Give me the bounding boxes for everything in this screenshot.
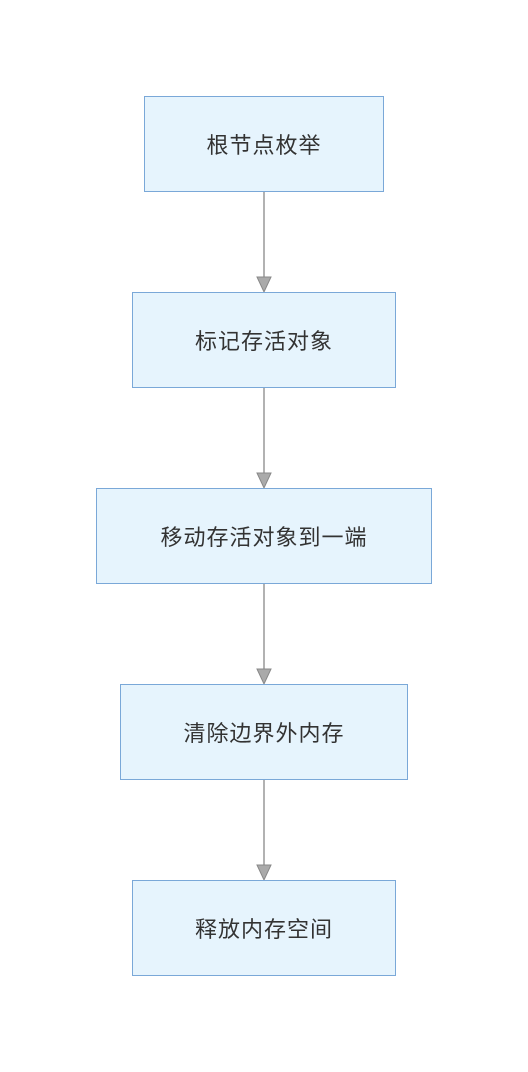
node-mark-live-objects: 标记存活对象 (132, 292, 396, 388)
arrowhead-icon (256, 668, 272, 686)
arrowhead-icon (256, 864, 272, 882)
node-root-enumeration: 根节点枚举 (144, 96, 384, 192)
node-clear-outside-boundary: 清除边界外内存 (120, 684, 408, 780)
node-label: 标记存活对象 (194, 330, 333, 355)
node-release-memory: 释放内存空间 (132, 880, 396, 976)
node-label: 释放内存空间 (194, 918, 333, 943)
node-label: 根节点枚举 (206, 134, 322, 159)
arrowhead-icon (256, 472, 272, 490)
node-label: 清除边界外内存 (183, 722, 345, 747)
arrowhead-icon (256, 276, 272, 294)
node-label: 移动存活对象到一端 (160, 526, 368, 551)
node-move-live-objects: 移动存活对象到一端 (96, 488, 432, 584)
